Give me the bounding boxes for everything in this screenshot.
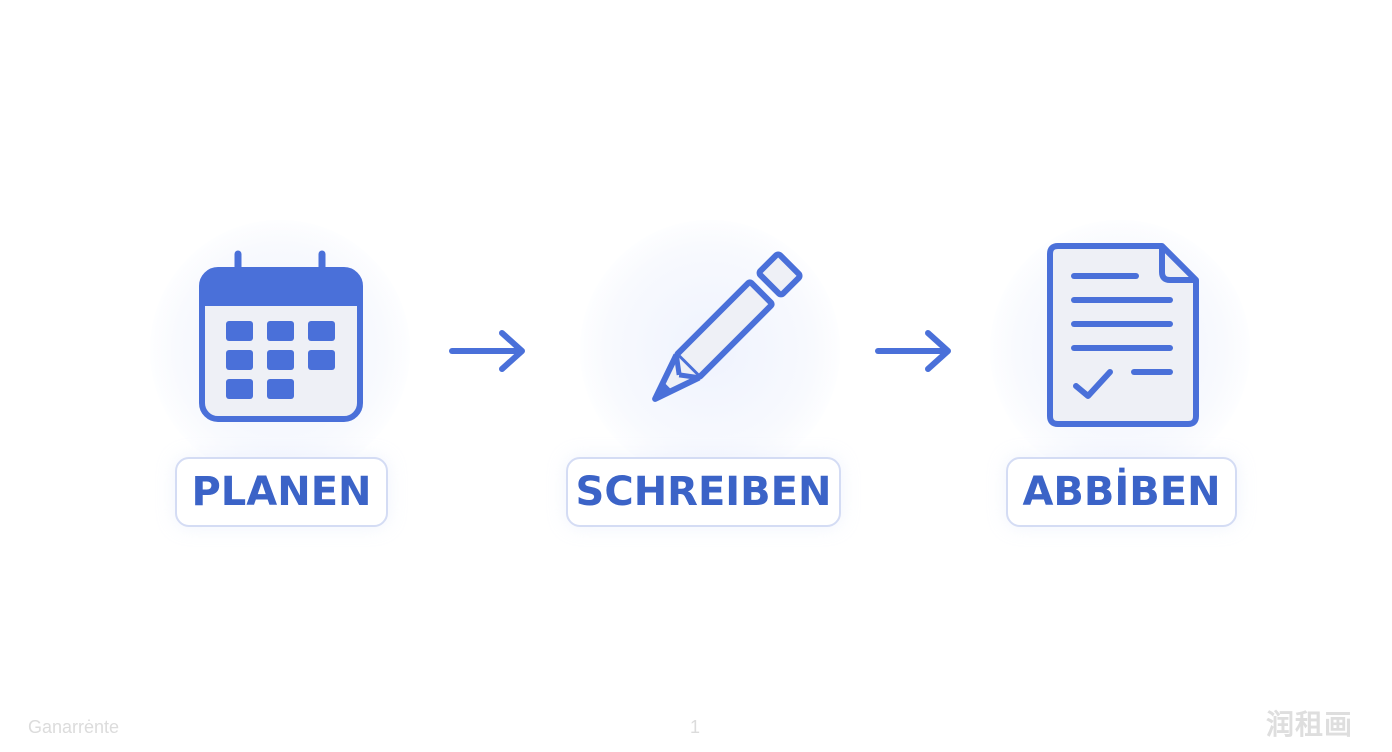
step-label-abbiben: ABBİBEN — [1006, 457, 1237, 527]
step-label-planen: PLANEN — [175, 457, 388, 527]
footer-caption: Ganarrėnte — [28, 717, 120, 737]
pencil-icon — [636, 246, 810, 416]
step-label-schreiben: SCHREIBEN — [566, 457, 841, 527]
watermark-logo: 润租画 — [1266, 708, 1354, 741]
arrow-right-icon — [446, 326, 530, 376]
page-number: 1 — [690, 717, 701, 737]
calendar-icon — [196, 248, 366, 426]
arrow-right-icon — [872, 326, 956, 376]
document-check-icon — [1044, 240, 1204, 430]
